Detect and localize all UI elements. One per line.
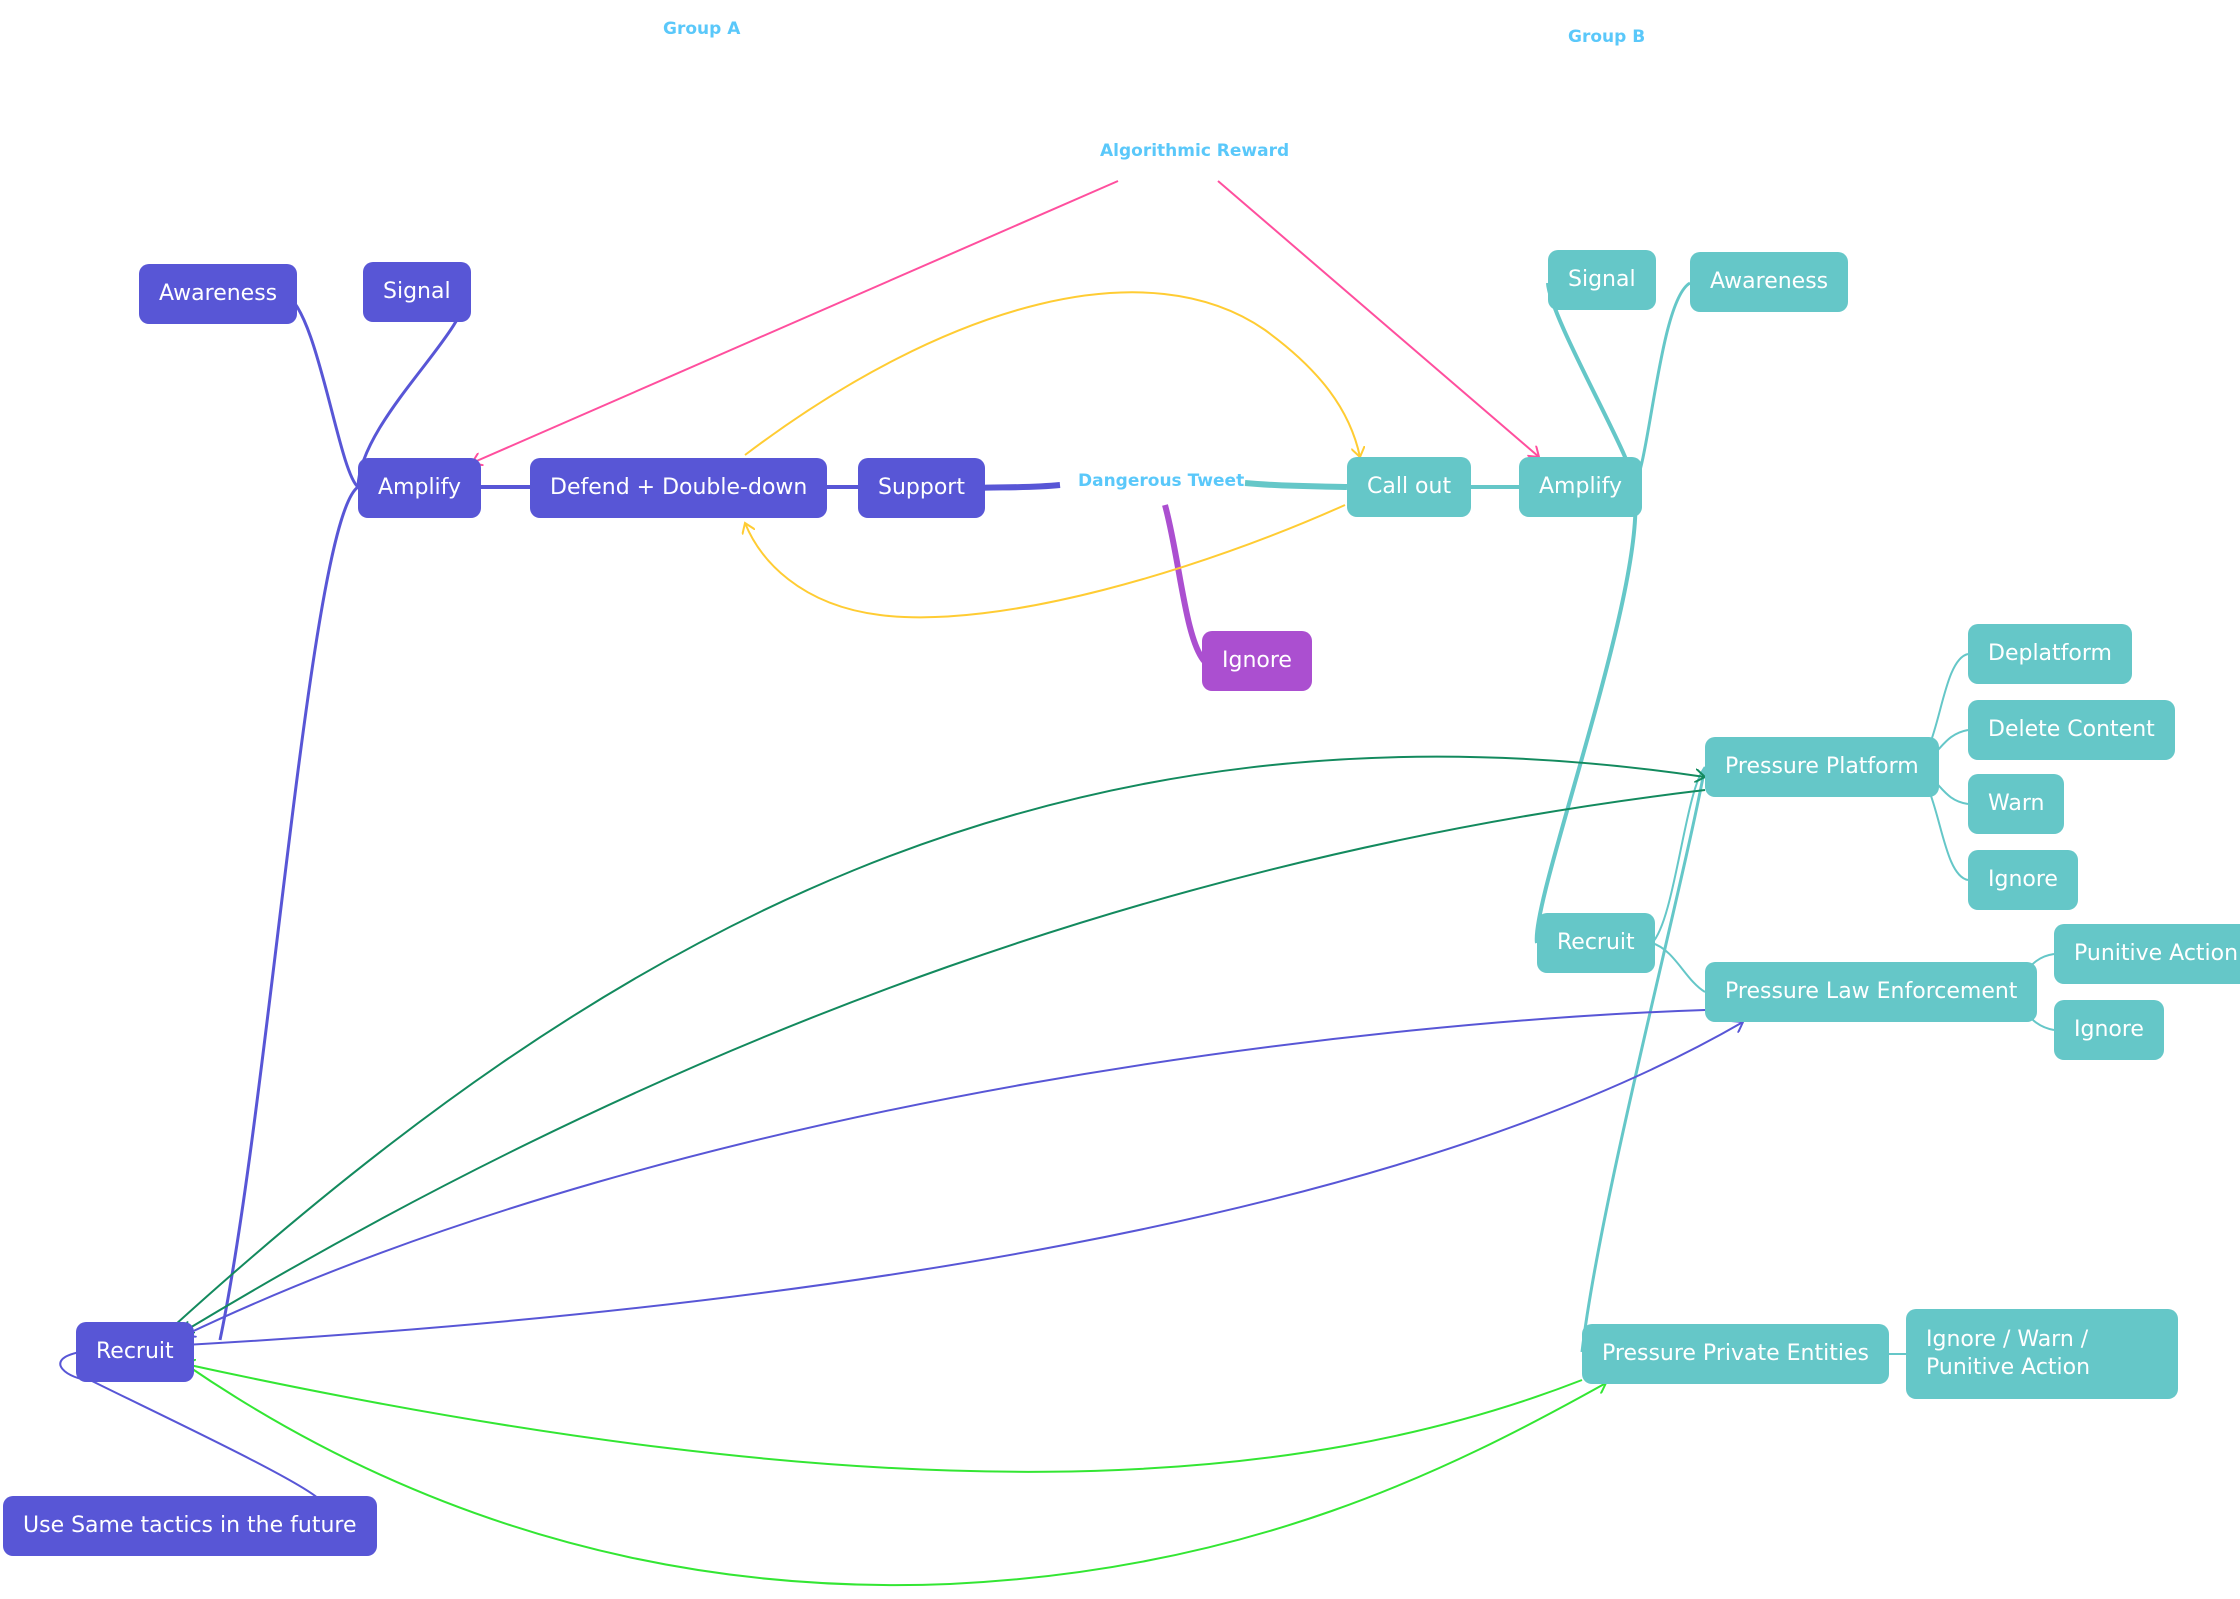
arrow-recruit-to-law (184, 1022, 1743, 1346)
group-a-support-node[interactable]: Support (858, 458, 985, 518)
group-b-awareness-node[interactable]: Awareness (1690, 252, 1849, 312)
group-b-signal-node[interactable]: Signal (1548, 250, 1656, 310)
arrow-callout-to-defend (745, 504, 1346, 619)
cross-arrows (174, 180, 1743, 1587)
edge-tweet-callout (1244, 480, 1348, 490)
arrow-private-to-recruit (185, 1364, 1583, 1473)
edge-amplify-recruit-b (1534, 486, 1638, 944)
warn-node[interactable]: Warn (1968, 774, 2065, 834)
platform-ignore-node[interactable]: Ignore (1968, 850, 2078, 910)
arrow-reward-to-amplify-b (1217, 180, 1539, 457)
group-a-label: Group A (663, 19, 741, 39)
group-a-amplify-node[interactable]: Amplify (358, 458, 482, 518)
law-ignore-node[interactable]: Ignore (2054, 1000, 2164, 1060)
algorithmic-reward-label: Algorithmic Reward (1100, 141, 1290, 161)
group-b-amplify-node[interactable]: Amplify (1519, 457, 1643, 517)
group-a-future-node[interactable]: Use Same tactics in the future (3, 1496, 377, 1556)
private-outcome-node[interactable]: Ignore / Warn / Punitive Action (1906, 1309, 2178, 1399)
arrow-defend-to-callout (744, 291, 1360, 457)
dangerous-tweet-label[interactable]: Dangerous Tweet (1078, 471, 1245, 491)
edge-tweet-support (975, 482, 1061, 491)
group-b-connectors (1244, 281, 2055, 1355)
punitive-action-node[interactable]: Punitive Action (2054, 924, 2240, 984)
pressure-platform-node[interactable]: Pressure Platform (1705, 737, 1939, 797)
group-a-signal-node[interactable]: Signal (363, 262, 471, 322)
group-b-label: Group B (1568, 27, 1646, 47)
pressure-private-node[interactable]: Pressure Private Entities (1582, 1324, 1889, 1384)
pressure-law-node[interactable]: Pressure Law Enforcement (1705, 962, 2038, 1022)
arrow-platform-to-recruit (183, 789, 1706, 1332)
group-a-recruit-node[interactable]: Recruit (76, 1322, 194, 1382)
delete-content-node[interactable]: Delete Content (1968, 700, 2175, 760)
edge-amplify-recruit (218, 485, 359, 1341)
arrow-reward-to-amplify-a (472, 180, 1119, 463)
edge-amplify-awareness-b (1632, 281, 1691, 488)
edge-recruit-law (1651, 942, 1706, 993)
arrow-recruit-to-private (184, 1363, 1606, 1587)
group-a-awareness-node[interactable]: Awareness (139, 264, 298, 324)
group-b-callout-node[interactable]: Call out (1347, 457, 1472, 517)
edge-platform-private (1580, 766, 1707, 1353)
edge-amplify-awareness (284, 292, 360, 489)
edge-tweet-ignore (1162, 504, 1208, 665)
arrow-recruit-to-platform (174, 755, 1705, 1326)
center-ignore-node[interactable]: Ignore (1202, 631, 1312, 691)
deplatform-node[interactable]: Deplatform (1968, 624, 2132, 684)
group-a-defend-node[interactable]: Defend + Double-down (530, 458, 828, 518)
group-b-recruit-node[interactable]: Recruit (1537, 913, 1655, 973)
arrow-law-to-recruit (185, 1009, 1706, 1335)
